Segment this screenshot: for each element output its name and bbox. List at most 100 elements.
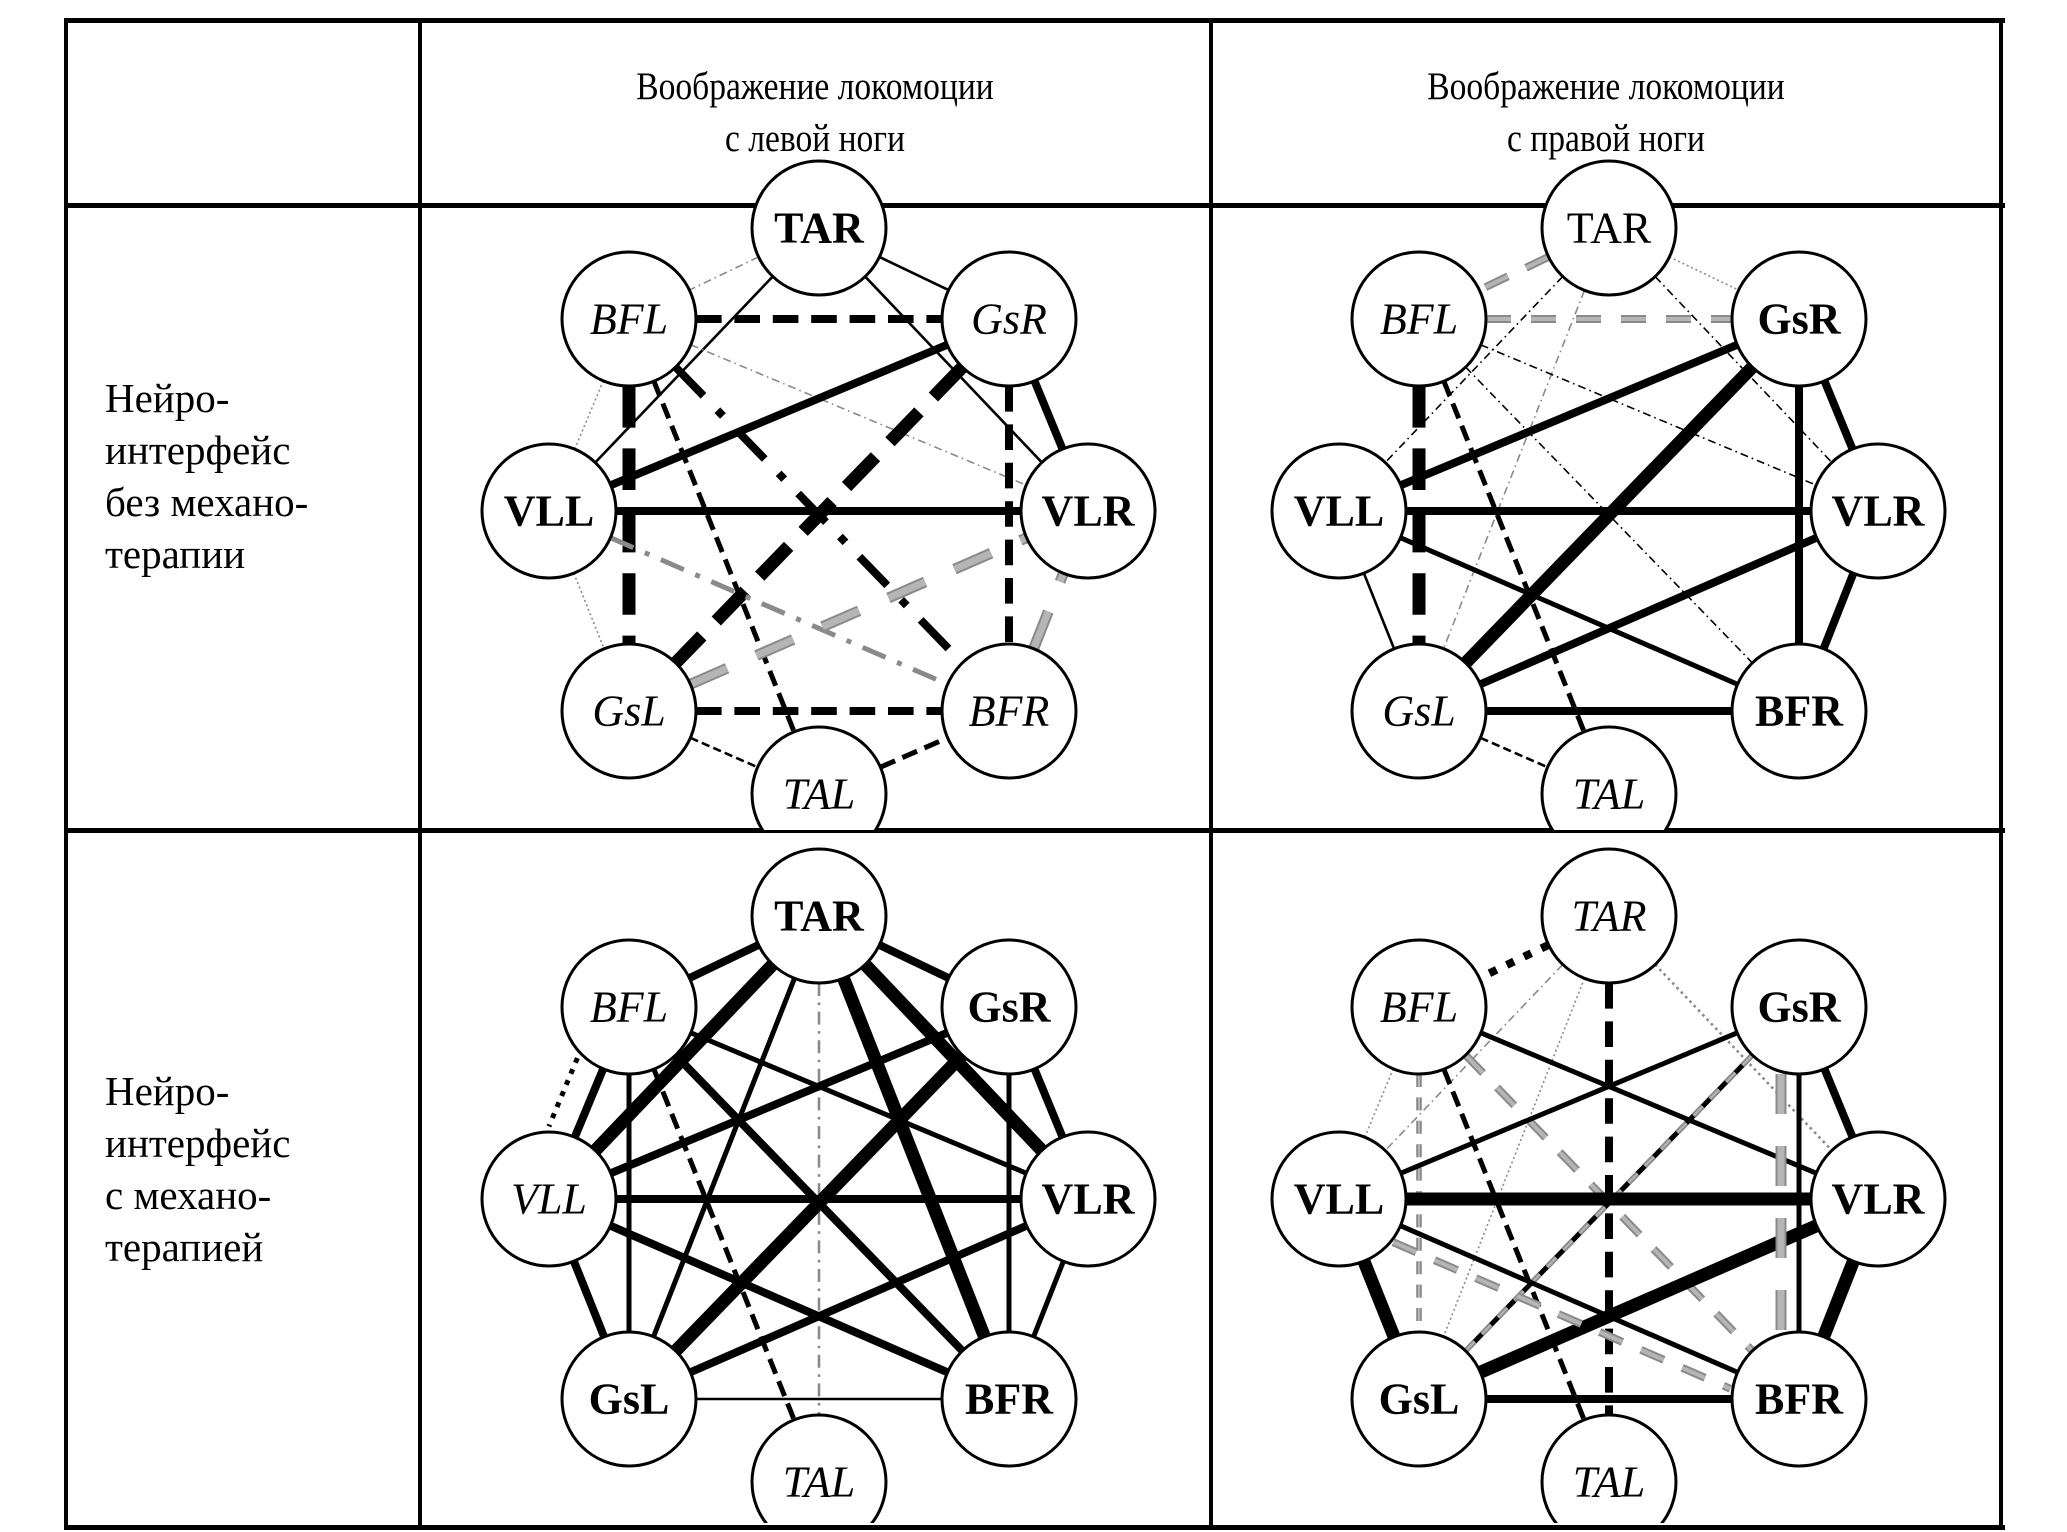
node-circle — [1540, 1413, 1678, 1523]
edge-BFL-TAL — [1441, 1068, 1587, 1421]
edge-BFL-VLL — [546, 1057, 580, 1128]
node-TAR: TAR — [750, 159, 888, 297]
edge-VLL-GsL — [573, 572, 605, 650]
row-header-line: Нейро- — [105, 1068, 230, 1114]
edge-TAR-BFL — [689, 256, 759, 291]
row-header-line: интерфейс — [105, 427, 291, 473]
node-label: TAR — [1567, 204, 1652, 253]
node-VLR: VLR — [1809, 1130, 1947, 1268]
node-circle — [1350, 642, 1488, 780]
node-label: BFR — [965, 1375, 1054, 1424]
nodes: TAR BFL GsR VLL VLR GsL BFR TAL — [1270, 159, 1947, 830]
node-label: BFL — [1380, 983, 1458, 1032]
nodes: TAR BFL GsR VLL VLR GsL BFR TAL — [480, 847, 1157, 1523]
table-divider-col1 — [418, 18, 422, 1530]
column-header-right-leg: Воображение локомоции с правой ноги — [1266, 20, 1945, 205]
edge-GsL-VLR — [1478, 534, 1819, 688]
node-label: GsR — [967, 983, 1051, 1032]
table-border-top — [65, 18, 2005, 23]
node-label: GsL — [589, 1375, 670, 1424]
edge-VLL-BFR — [1399, 1223, 1739, 1375]
edge-VLL-BFR — [1399, 535, 1739, 687]
edge-BFL-VLR — [1479, 1030, 1818, 1176]
node-label: TAR — [1572, 892, 1647, 941]
edges — [573, 255, 1069, 770]
node-BFR: BFR — [940, 1330, 1078, 1468]
node-circle — [1540, 159, 1678, 297]
node-VLL: VLL — [1270, 442, 1408, 580]
node-TAR: TAR — [1540, 847, 1678, 985]
node-label: VLR — [1042, 1175, 1136, 1224]
node-circle — [560, 938, 698, 1076]
row-header-line: интерфейс — [105, 1120, 291, 1166]
edge-GsR-VLR — [1820, 379, 1857, 451]
node-label: TAL — [783, 770, 856, 819]
edge-BFL-VLL — [1364, 1068, 1394, 1138]
edge-GsR-VLR — [1030, 379, 1067, 451]
node-circle — [560, 250, 698, 388]
node-circle — [1350, 250, 1488, 388]
node-circle — [1730, 250, 1868, 388]
node-circle — [480, 1130, 618, 1268]
edge-BFL-VLR — [1480, 344, 1817, 486]
edge-VLR-BFR — [1817, 1258, 1860, 1340]
node-GsL: GsL — [560, 1330, 698, 1468]
edge-TAR-BFL — [1477, 941, 1551, 982]
edge-VLL-GsL — [1357, 1258, 1401, 1340]
node-GsR: GsR — [1730, 938, 1868, 1076]
node-label: GsR — [1757, 295, 1841, 344]
edge-VLL-GsL — [1362, 572, 1396, 650]
table-border-right — [1999, 18, 2003, 1530]
node-BFL: BFL — [1350, 250, 1488, 388]
node-BFR: BFR — [1730, 642, 1868, 780]
node-circle — [560, 1330, 698, 1468]
node-label: GsL — [1382, 687, 1455, 736]
edge-TAR-VLR — [1654, 963, 1833, 1152]
node-label: GsL — [592, 687, 665, 736]
node-label: GsR — [971, 295, 1047, 344]
node-label: VLL — [1294, 487, 1384, 536]
node-circle — [940, 250, 1078, 388]
node-label: TAR — [774, 892, 865, 941]
node-label: TAR — [774, 204, 865, 253]
node-label: TAL — [1573, 770, 1646, 819]
node-circle — [1350, 1330, 1488, 1468]
edge-GsL-TAL — [689, 736, 759, 769]
row-header-line: без механо- — [105, 479, 309, 525]
edge-GsR-VLL — [1399, 341, 1739, 489]
node-BFL: BFL — [1350, 938, 1488, 1076]
node-TAR: TAR — [1540, 159, 1678, 297]
row-header-line: Нейро- — [105, 375, 230, 421]
node-label: BFL — [590, 983, 668, 1032]
edge-TAR-VLL — [594, 275, 774, 464]
node-GsR: GsR — [940, 250, 1078, 388]
column-header-line: Воображение локомоции — [636, 64, 994, 108]
row-header-line: терапии — [105, 531, 246, 577]
node-label: TAL — [1573, 1458, 1646, 1507]
edge-BFL-TAL — [1441, 380, 1587, 733]
edge-VLL-GsL — [570, 1259, 608, 1339]
node-VLR: VLR — [1809, 442, 1947, 580]
node-circle — [940, 1330, 1078, 1468]
node-label: VLL — [511, 1175, 587, 1224]
edge-VLL-BFR — [608, 1222, 950, 1376]
edge-BFR-VLR-fill — [1030, 572, 1067, 650]
node-circle — [750, 1413, 888, 1523]
node-TAL: TAL — [1540, 1413, 1678, 1523]
edge-GsR-VLR — [1820, 1067, 1857, 1139]
column-header-line: Воображение локомоции — [1427, 64, 1785, 108]
node-BFR: BFR — [1730, 1330, 1868, 1468]
edge-GsL-TAL — [1479, 736, 1549, 769]
node-label: TAL — [783, 1458, 856, 1507]
node-circle — [1350, 938, 1488, 1076]
table-divider-row — [65, 828, 2005, 833]
node-TAL: TAL — [750, 1413, 888, 1523]
edge-GsR-VLL — [1399, 1030, 1739, 1176]
node-label: GsR — [1757, 983, 1841, 1032]
node-TAR: TAR — [750, 847, 888, 985]
node-TAL: TAL — [1540, 725, 1678, 830]
edge-TAR-GsL — [651, 977, 797, 1338]
node-circle — [750, 725, 888, 830]
node-circle — [1540, 847, 1678, 985]
